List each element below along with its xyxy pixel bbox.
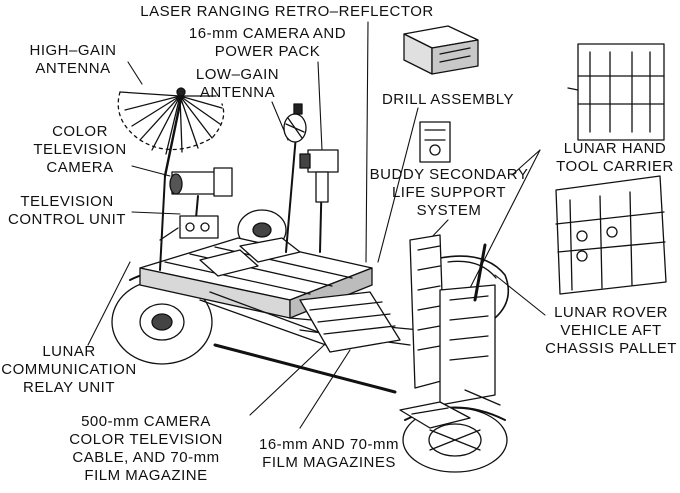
tv-camera <box>169 167 233 219</box>
label-high-gain-antenna: HIGH–GAIN ANTENNA <box>29 42 117 77</box>
tool-carrier-side-inset <box>555 175 667 295</box>
label-tv-control-unit: TELEVISION CONTROL UNIT <box>8 193 126 228</box>
label-film-magazines: 16-mm AND 70-mm FILM MAGAZINES <box>258 436 400 471</box>
low-gain-antenna <box>283 103 307 253</box>
label-buddy-slss: BUDDY SECONDARY LIFE SUPPORT SYSTEM <box>369 166 529 219</box>
chassis <box>139 237 421 394</box>
label-color-tv-camera: COLOR TELEVISION CAMERA <box>33 123 127 176</box>
rear-right-wheel <box>439 255 510 319</box>
camera-16mm <box>299 149 339 253</box>
high-gain-antenna <box>117 87 225 271</box>
label-laser-retro-reflector: LASER RANGING RETRO–REFLECTOR <box>140 3 434 20</box>
label-low-gain-antenna: LOW–GAIN ANTENNA <box>195 66 280 101</box>
drill-assembly-inset <box>403 25 479 75</box>
label-aft-chassis-pallet: LUNAR ROVER VEHICLE AFT CHASSIS PALLET <box>545 304 677 357</box>
rear-tool-pallet <box>399 401 471 429</box>
seats <box>199 237 301 277</box>
label-16mm-camera: 16-mm CAMERA AND POWER PACK <box>188 25 347 60</box>
label-lcru: LUNAR COMMUNICATION RELAY UNIT <box>1 343 137 396</box>
aft-pallet <box>409 234 501 406</box>
label-lunar-hand-tool-carrier: LUNAR HAND TOOL CARRIER <box>556 140 674 175</box>
tv-control-unit <box>159 215 219 241</box>
label-500mm-camera: 500-mm CAMERA COLOR TELEVISION CABLE, AN… <box>69 413 223 484</box>
tool-carrier-inset <box>567 43 665 141</box>
label-drill-assembly: DRILL ASSEMBLY <box>381 91 515 108</box>
buddy-slss-inset <box>419 121 451 163</box>
